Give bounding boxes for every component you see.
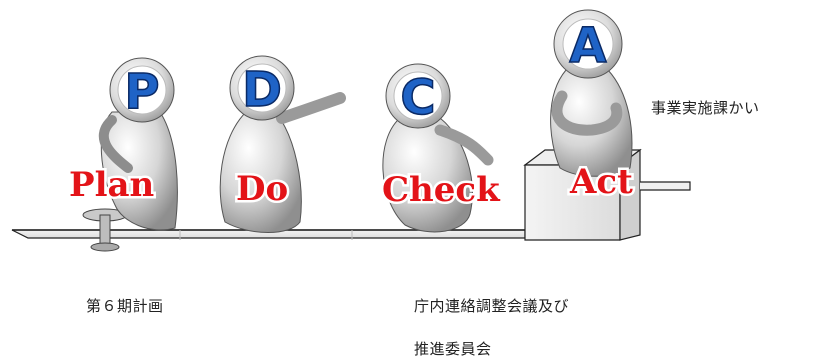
plan-letter: P	[124, 64, 159, 120]
act-figure: A	[550, 9, 633, 177]
check-letter: C	[400, 70, 435, 126]
act-label: Act	[569, 162, 633, 202]
check-caption-line1: 庁内連絡調整会議及び	[414, 297, 570, 315]
do-label: Do	[236, 169, 288, 209]
act-caption: 事業実施課かい	[651, 99, 760, 117]
stool	[82, 208, 128, 252]
plan-figure: P	[98, 57, 178, 231]
check-letter-ball	[393, 71, 443, 121]
check-label: Check	[382, 170, 501, 210]
do-letter-ball	[237, 63, 287, 113]
act-letter-ball	[562, 18, 614, 70]
check-figure: C	[382, 63, 494, 233]
plan-caption: 第６期計画	[86, 297, 164, 315]
plan-label: Plan	[69, 165, 154, 205]
do-letter: D	[242, 62, 282, 118]
act-letter: A	[569, 18, 606, 74]
check-caption-line2: 推進委員会	[414, 340, 492, 358]
do-figure: D	[219, 55, 346, 233]
step-box	[523, 148, 691, 241]
plan-letter-ball	[117, 65, 167, 115]
